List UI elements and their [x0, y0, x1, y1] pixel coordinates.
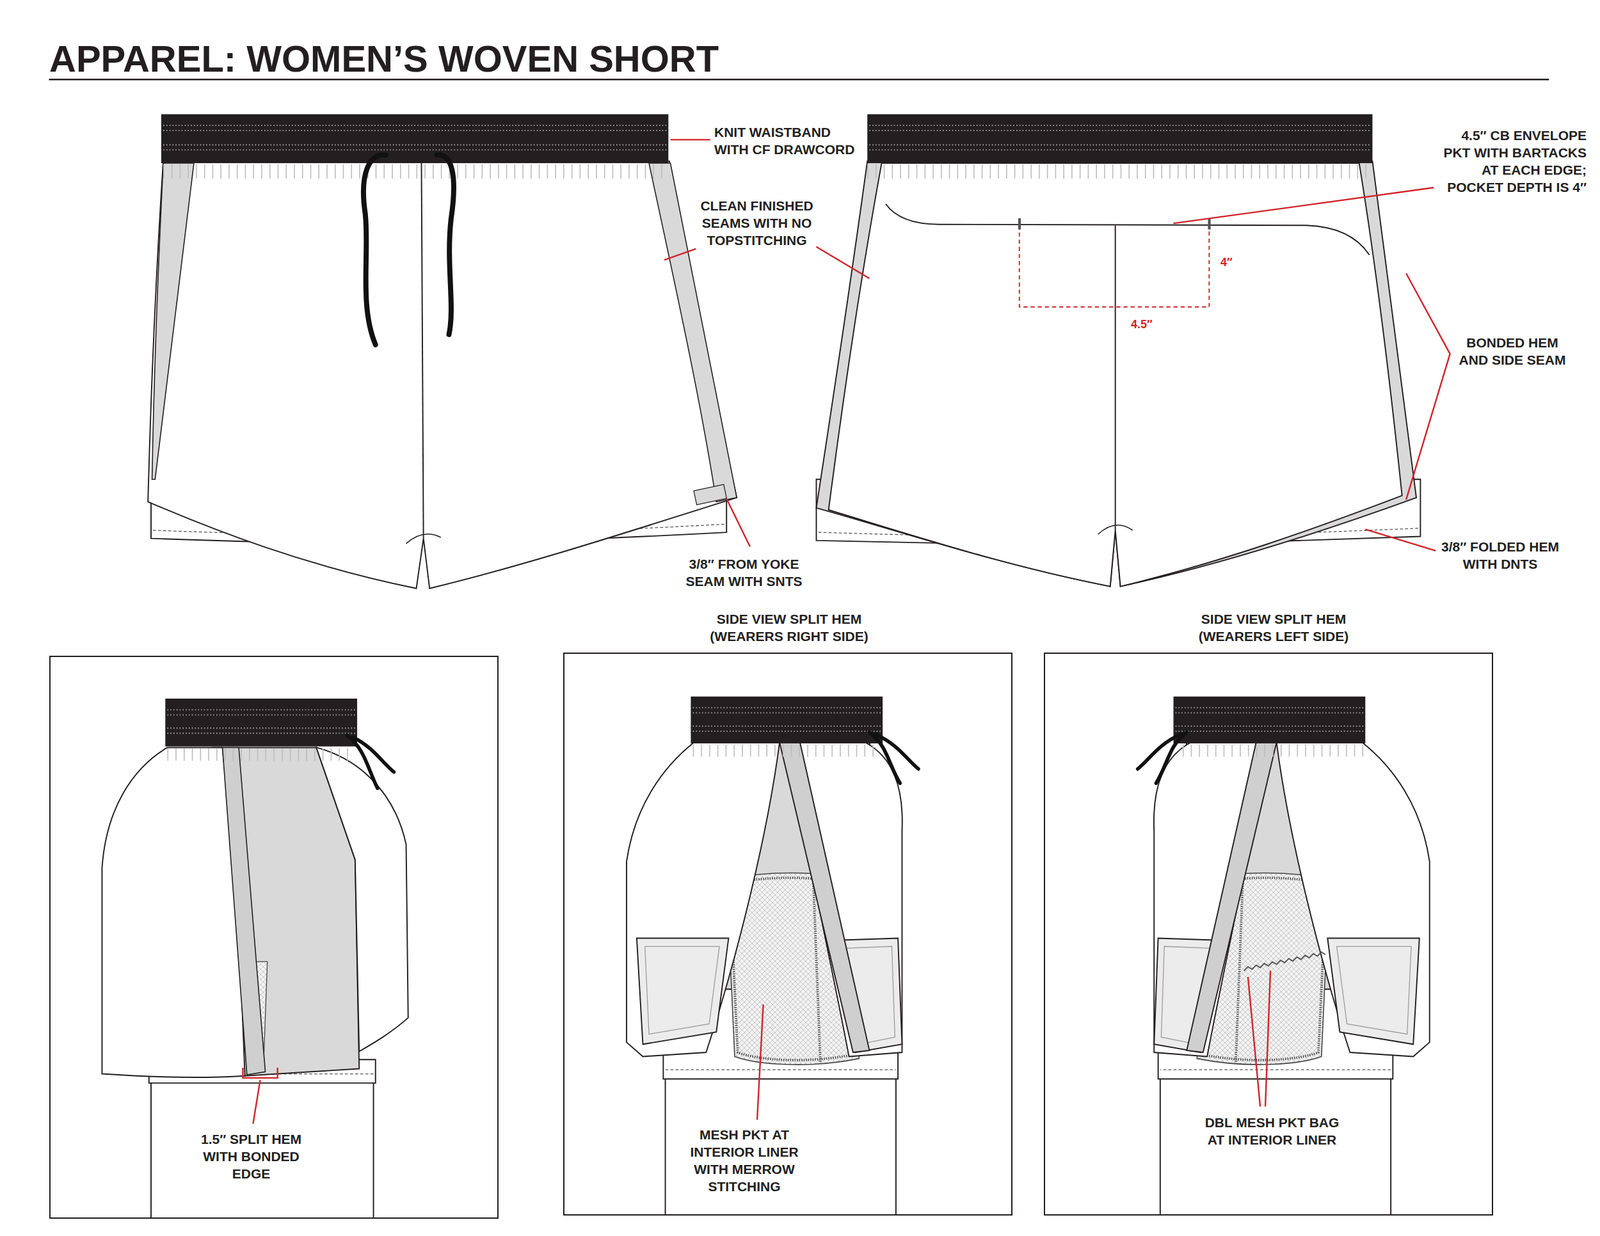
- back-view-part: [816, 161, 1417, 587]
- callout-label: MESH PKT AT INTERIOR LINER WITH MERROW S…: [686, 1126, 802, 1196]
- front-view-part: [161, 114, 669, 164]
- side-view-right-part: [626, 696, 919, 1216]
- leader-lines-part: [670, 138, 711, 141]
- back-view-part: [1019, 225, 1210, 308]
- leader-lines-part: [1173, 187, 1435, 224]
- callout-label: 3/8″ FOLDED HEM WITH DNTS: [1437, 538, 1563, 573]
- side-view-right-part: [757, 1004, 764, 1120]
- side-view-closed-part: [101, 698, 408, 1220]
- front-view-part: [163, 164, 669, 179]
- view-panel: 1.5″ SPLIT HEM WITH BONDED EDGE: [49, 656, 499, 1220]
- back-view: [816, 114, 1421, 587]
- callout-label: 4.5″ CB ENVELOPE PKT WITH BARTACKS AT EA…: [1438, 126, 1587, 196]
- front-view-part: [163, 125, 667, 150]
- dimension-label: 4″: [1220, 254, 1233, 272]
- back-view-part: [828, 163, 1403, 587]
- title-rule: [49, 78, 1550, 81]
- leader-lines-part: [1406, 273, 1451, 500]
- front-view: [147, 114, 737, 589]
- side-view-left-part: [1248, 971, 1271, 1108]
- side-view-left-part: [1137, 696, 1430, 1216]
- back-view-part: [1114, 225, 1117, 531]
- leader-lines-part: [1365, 529, 1436, 551]
- back-view-part: [1018, 218, 1021, 230]
- callout-label: 3/8″ FROM YOKE SEAM WITH SNTS: [681, 555, 807, 591]
- callout-label: DBL MESH PKT BAG AT INTERIOR LINER: [1200, 1114, 1344, 1149]
- view-panel: SIDE VIEW SPLIT HEM (WEARERS LEFT SIDE)D…: [1043, 652, 1494, 1216]
- back-view-part: [867, 114, 1373, 164]
- back-view-part: [885, 204, 1370, 256]
- back-view-part: [867, 164, 1373, 179]
- back-view-part: [1098, 525, 1133, 536]
- callout-label: BONDED HEM AND SIDE SEAM: [1456, 334, 1569, 369]
- back-view-part: [1207, 218, 1211, 230]
- panel-heading: SIDE VIEW SPLIT HEM (WEARERS LEFT SIDE): [1190, 610, 1357, 646]
- leader-lines-part: [726, 498, 751, 547]
- front-view-part: [648, 163, 737, 502]
- back-view-part: [869, 125, 1371, 150]
- callout-label: CLEAN FINISHED SEAMS WITH NO TOPSTITCHIN…: [697, 197, 816, 249]
- leader-lines: [664, 139, 1451, 551]
- front-view-part: [421, 163, 424, 539]
- callout-label: 1.5″ SPLIT HEM WITH BONDED EDGE: [198, 1130, 304, 1183]
- side-view-closed: [101, 698, 408, 1220]
- side-view-right: [626, 696, 919, 1216]
- page-title: APPAREL: WOMEN’S WOVEN SHORT: [49, 40, 719, 78]
- dimension-label: 4.5″: [1130, 316, 1153, 334]
- front-view-part: [693, 484, 727, 505]
- side-view-left-part: [1244, 952, 1327, 971]
- view-panel: SIDE VIEW SPLIT HEM (WEARERS RIGHT SIDE)…: [563, 652, 1013, 1216]
- callout-label: KNIT WAISTBAND WITH CF DRAWCORD: [714, 123, 863, 159]
- front-view-part: [152, 163, 194, 480]
- leader-lines-part: [816, 247, 870, 279]
- side-view-closed-part: [252, 1080, 260, 1125]
- side-view-left: [1137, 696, 1430, 1216]
- front-view-part: [363, 154, 454, 345]
- panel-heading: SIDE VIEW SPLIT HEM (WEARERS RIGHT SIDE): [705, 610, 873, 646]
- front-view-part: [406, 534, 441, 544]
- side-view-left-part-part: [1137, 696, 1430, 1216]
- side-view-closed-part: [242, 1068, 278, 1079]
- front-view-part: [147, 161, 737, 589]
- leader-lines-part: [664, 248, 696, 261]
